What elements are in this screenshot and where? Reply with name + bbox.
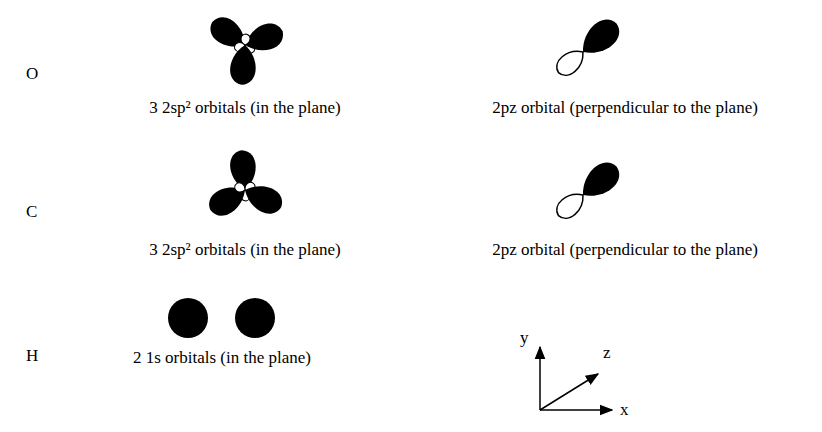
s-orbital-h <box>168 298 208 338</box>
pz-orbital-o <box>550 13 626 83</box>
s-orbital-h <box>235 298 275 338</box>
element-symbol: H <box>26 346 38 366</box>
axis-label: z <box>603 343 611 363</box>
orbital-caption: 2pz orbital (perpendicular to the plane) <box>492 98 758 118</box>
orbital-caption: 3 2sp² orbitals (in the plane) <box>149 240 341 260</box>
axis-label: y <box>520 328 529 348</box>
axis-label: x <box>620 400 629 420</box>
element-symbol: O <box>26 64 38 84</box>
sp2-orbitals-o <box>205 12 287 86</box>
orbital-caption: 2pz orbital (perpendicular to the plane) <box>492 240 758 260</box>
pz-orbital-c <box>550 156 626 226</box>
orbital-caption: 3 2sp² orbitals (in the plane) <box>149 98 341 118</box>
coordinate-axes <box>540 347 612 410</box>
orbital-caption: 2 1s orbitals (in the plane) <box>133 348 311 368</box>
sp2-orbitals-c <box>204 149 287 221</box>
element-symbol: C <box>26 202 37 222</box>
